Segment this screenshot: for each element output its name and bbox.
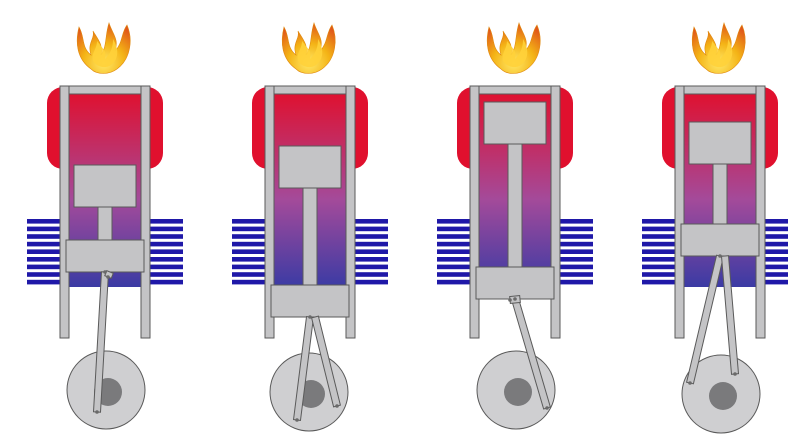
flywheel-icon — [66, 350, 146, 430]
flame-icon — [281, 22, 336, 74]
cooling-fins — [27, 219, 183, 285]
connecting-rods — [292, 315, 342, 422]
displacer-rod — [712, 163, 728, 225]
flame-icon — [486, 22, 541, 74]
connecting-rods — [685, 254, 740, 385]
displacer — [278, 145, 342, 189]
engine-stage-1 — [27, 22, 183, 430]
cylinder — [264, 85, 356, 339]
displacer-rod — [507, 143, 523, 268]
displacer — [73, 164, 137, 208]
displacer-rod — [97, 206, 113, 241]
displacer-rod — [302, 187, 318, 286]
connecting-rods — [92, 270, 114, 414]
power-piston — [475, 266, 555, 300]
flywheel-icon — [681, 354, 761, 434]
cooling-fins — [232, 219, 388, 285]
cooling-fins — [642, 219, 788, 285]
engine-stage-3 — [437, 22, 593, 430]
cylinder — [59, 85, 151, 339]
engine-stage-2 — [232, 22, 388, 432]
cooling-fins — [437, 219, 593, 285]
engine-stage-4 — [642, 22, 788, 434]
flame-icon — [76, 22, 131, 74]
power-piston — [680, 223, 760, 257]
cylinder — [674, 85, 766, 339]
connecting-rods — [508, 294, 551, 410]
flame-icon — [691, 22, 746, 74]
cylinder — [469, 85, 561, 339]
displacer — [688, 121, 752, 165]
power-piston — [270, 284, 350, 318]
displacer — [483, 101, 547, 145]
power-piston — [65, 239, 145, 273]
